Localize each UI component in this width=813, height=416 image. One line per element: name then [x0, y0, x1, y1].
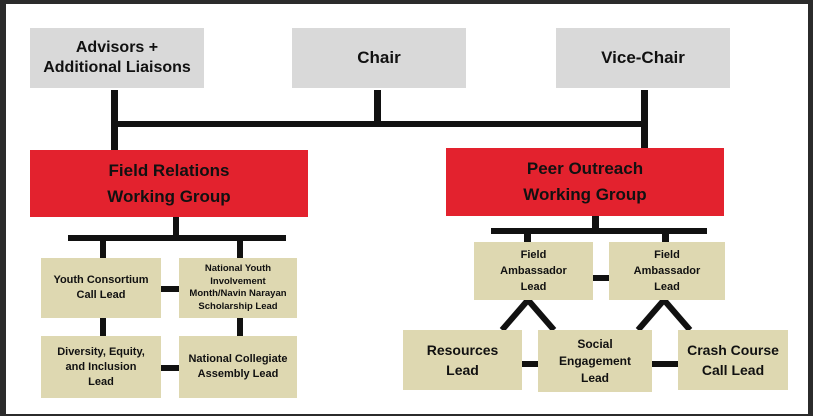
chair-box: Chair: [292, 28, 466, 88]
connector-lead-pair-top: [160, 286, 180, 292]
branch-ambassador-2: [635, 295, 693, 332]
connector-lead-right-vertical: [237, 318, 243, 336]
connector-advisors-down: [111, 90, 118, 155]
branch-ambassador-1: [499, 295, 557, 332]
connector-powg-left-drop: [524, 231, 531, 243]
connector-frwg-left-drop: [100, 237, 106, 259]
national-collegiate-lead-box: National Collegiate Assembly Lead: [179, 336, 297, 398]
social-engagement-lead-box: Social Engagement Lead: [538, 330, 652, 392]
connector-lead-left-vertical: [100, 318, 106, 336]
connector-frwg-horizontal: [68, 235, 286, 241]
connector-chair-down: [374, 90, 381, 126]
youth-consortium-lead-box: Youth Consortium Call Lead: [41, 258, 161, 318]
national-youth-lead-box: National Youth Involvement Month/Navin N…: [179, 258, 297, 318]
advisors-box: Advisors + Additional Liaisons: [30, 28, 204, 88]
resources-lead-box: Resources Lead: [403, 330, 522, 390]
connector-frwg-down: [173, 217, 179, 238]
org-chart: Advisors + Additional Liaisons Chair Vic…: [6, 4, 808, 414]
field-ambassador-lead-box-2: Field Ambassador Lead: [609, 242, 725, 300]
field-relations-working-group-box: Field Relations Working Group: [30, 150, 308, 217]
connector-powg-right-drop: [662, 231, 669, 243]
connector-ambassador-pair: [593, 275, 609, 281]
connector-powg-down: [592, 214, 599, 232]
dei-lead-box: Diversity, Equity, and Inclusion Lead: [41, 336, 161, 398]
field-ambassador-lead-box-1: Field Ambassador Lead: [474, 242, 593, 300]
crash-course-lead-box: Crash Course Call Lead: [678, 330, 788, 390]
connector-vicechair-down: [641, 90, 648, 154]
connector-lead-pair-bottom: [160, 365, 180, 371]
peer-outreach-working-group-box: Peer Outreach Working Group: [446, 148, 724, 216]
connector-frwg-right-drop: [237, 237, 243, 259]
connector-social-crash: [651, 361, 678, 367]
connector-powg-horizontal: [491, 228, 707, 234]
vice-chair-box: Vice-Chair: [556, 28, 730, 88]
connector-resources-social: [522, 361, 538, 367]
